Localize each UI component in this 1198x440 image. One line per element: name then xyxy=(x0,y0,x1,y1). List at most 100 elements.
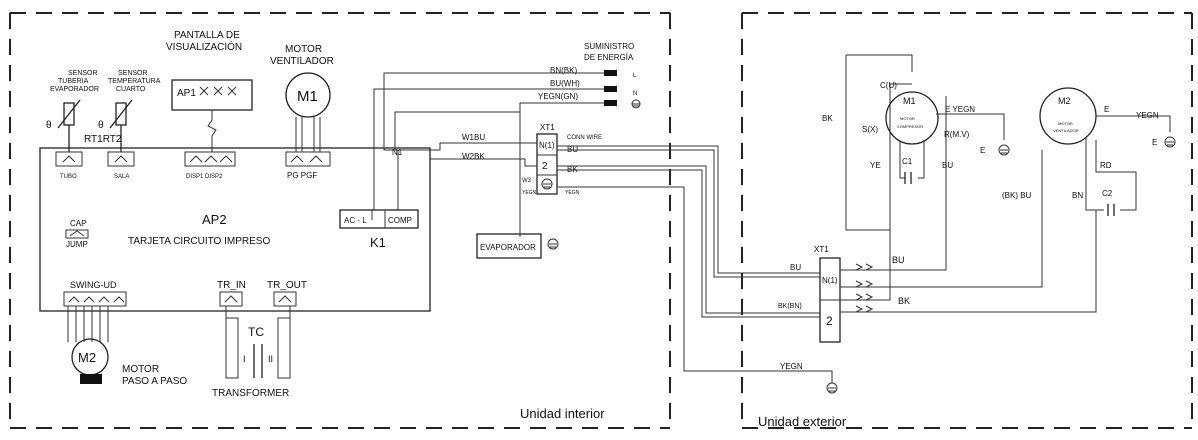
bkbu-label: (BK) BU xyxy=(1002,191,1032,200)
pg-label: PG PGF xyxy=(287,171,317,180)
motor-fan-title-1: MOTOR xyxy=(285,44,322,55)
swing-ud: SWING-UD xyxy=(63,280,127,342)
tube-sensor-label-3: EVAPORADOR xyxy=(50,86,99,93)
xt1-outdoor-label: XT1 xyxy=(814,245,829,254)
supply-wire-2: BU(WH) xyxy=(550,79,580,88)
outdoor-fan-motor: M2 MOTOR VENTILADOR E YEGN E C2 RD BN (B… xyxy=(1002,87,1176,216)
acl-label: AC - L xyxy=(344,216,367,225)
m1-sub-2: COMPRESOR xyxy=(897,124,923,129)
indoor-unit-label: Unidad interior xyxy=(520,406,605,421)
motor-icon: M2 xyxy=(71,338,109,376)
outdoor-m1-label: M1 xyxy=(903,96,916,106)
relay-k1: AC - L COMP K1 xyxy=(339,209,419,250)
w3-label: W3 xyxy=(522,178,532,184)
stepper-label-2: PASO A PASO xyxy=(122,376,187,387)
indoor-m1-label: M1 xyxy=(297,88,318,105)
e-yegn-label: E YEGN xyxy=(945,105,975,114)
room-sensor-label-1: SENSOR xyxy=(118,70,148,77)
tube-sensor-label-1: SENSOR xyxy=(68,70,98,77)
motor-icon: M2 MOTOR VENTILADOR xyxy=(1039,87,1097,145)
k1-label: K1 xyxy=(370,235,386,250)
ground-icon xyxy=(998,144,1010,156)
transformer-icon xyxy=(225,306,291,379)
c1-label: C1 xyxy=(902,157,913,166)
bn-label: BN xyxy=(1072,191,1083,200)
bkbn-in-label: BK(BN) xyxy=(778,303,802,310)
outdoor-unit-label: Unidad exterior xyxy=(758,414,847,429)
term-l-label: L xyxy=(633,73,637,79)
tc-ii-label: II xyxy=(268,354,273,364)
indoor-fan-motor: MOTOR VENTILADOR M1 PG PGF xyxy=(270,44,334,180)
theta-symbol: θ xyxy=(98,120,104,131)
yegn-ground-label: YEGN xyxy=(780,362,803,371)
e-label: E xyxy=(980,146,985,155)
outdoor-terminal-xt1: XT1 N(1) 2 BU BK(BN) YEGN xyxy=(778,245,841,394)
terminal-l xyxy=(604,70,617,76)
comp-label: COMP xyxy=(388,216,412,225)
display-title-1: PANTALLA DE xyxy=(174,30,240,41)
supply-title-1: SUMINISTRO xyxy=(584,42,634,51)
tube-connector xyxy=(55,151,83,167)
tr-out-label: TR_OUT xyxy=(267,280,307,291)
motor-icon: M1 MOTOR COMPRESOR xyxy=(885,91,939,145)
xt1-indoor-label: XT1 xyxy=(540,123,555,132)
room-connector xyxy=(107,151,135,167)
cu-label: C(U) xyxy=(880,81,897,90)
e-fan-label: E xyxy=(1152,138,1157,147)
tube-sensor-label-2: TUBERIA xyxy=(58,78,89,85)
display-panel: PANTALLA DE VISUALIZACIÓN AP1 DISP1 DISP… xyxy=(166,30,253,180)
ground-icon xyxy=(541,178,553,190)
capacitor-icon xyxy=(904,172,912,184)
conn-wire-label: CONN WIRE xyxy=(567,135,602,141)
main-board-outline xyxy=(39,147,431,312)
outdoor-m2-label: M2 xyxy=(1058,96,1071,106)
indoor-terminal-xt1: XT1 N(1) 2 CONN WIRE BU BK W3 YEGN YEGN xyxy=(522,123,602,196)
m2-sub-2: VENTILADOR xyxy=(1053,128,1079,133)
disp-label: DISP1 DISP2 xyxy=(186,174,223,180)
term-2-indoor: 2 xyxy=(542,161,548,172)
display-title-2: VISUALIZACIÓN xyxy=(166,40,242,53)
term-n-outdoor: N(1) xyxy=(822,276,838,285)
supply-wire-1: BN(BK) xyxy=(550,66,577,75)
bu-c1-label: BU xyxy=(942,161,953,170)
ground-icon xyxy=(1164,136,1176,148)
ground-icon xyxy=(631,99,641,109)
bk-out-label: BK xyxy=(898,296,910,306)
yegn-small-left: YEGN xyxy=(522,190,537,196)
motor-icon: M1 xyxy=(285,72,331,118)
bu-out-label: BU xyxy=(892,255,905,265)
sx-label: S(X) xyxy=(862,125,878,134)
thermistor-icon xyxy=(57,99,81,129)
swing-label: SWING-UD xyxy=(70,280,117,290)
stepper-motor: M2 MOTOR PASO A PASO xyxy=(71,338,187,387)
tc-i-label: I xyxy=(243,354,246,364)
w2-label: W2BK xyxy=(462,152,485,161)
term-n-label: N xyxy=(633,91,637,97)
jump-label: JUMP xyxy=(66,240,88,249)
ground-icon xyxy=(547,238,559,250)
rmv-label: R(M.V) xyxy=(944,130,970,139)
term-n-indoor: N(1) xyxy=(539,141,555,150)
room-sensor-label-3: CUARTO xyxy=(116,86,146,93)
m2-sub-1: MOTOR xyxy=(1058,121,1073,126)
stepper-label-1: MOTOR xyxy=(122,364,159,375)
n1-label: N1 xyxy=(392,148,403,157)
motor-fan-title-2: VENTILADOR xyxy=(270,56,334,67)
c2-label: C2 xyxy=(1102,189,1113,198)
rt-label: RT1RT2 xyxy=(84,134,122,145)
cap-label: CAP xyxy=(70,219,86,228)
supply-title-2: DE ENERGÍA xyxy=(584,53,634,62)
rd-label: RD xyxy=(1100,161,1112,170)
outdoor-unit-boundary xyxy=(741,12,1193,429)
bk-top-label: BK xyxy=(822,114,833,123)
ap2-label: AP2 xyxy=(202,212,227,227)
ap1-label: AP1 xyxy=(177,88,196,99)
room-sensor: SENSOR TEMPERATURA CUARTO θ SALA xyxy=(98,70,161,180)
supply-wire-3: YEGN(GN) xyxy=(538,92,578,101)
sala-label: SALA xyxy=(114,174,129,180)
tr-in-label: TR_IN xyxy=(217,280,246,291)
compressor: BK M1 MOTOR COMPRESOR C(U) S(X) E YEGN R… xyxy=(822,54,1010,231)
board-label: TARJETA CIRCUITO IMPRESO xyxy=(128,236,270,247)
ye-label: YE xyxy=(870,161,881,170)
